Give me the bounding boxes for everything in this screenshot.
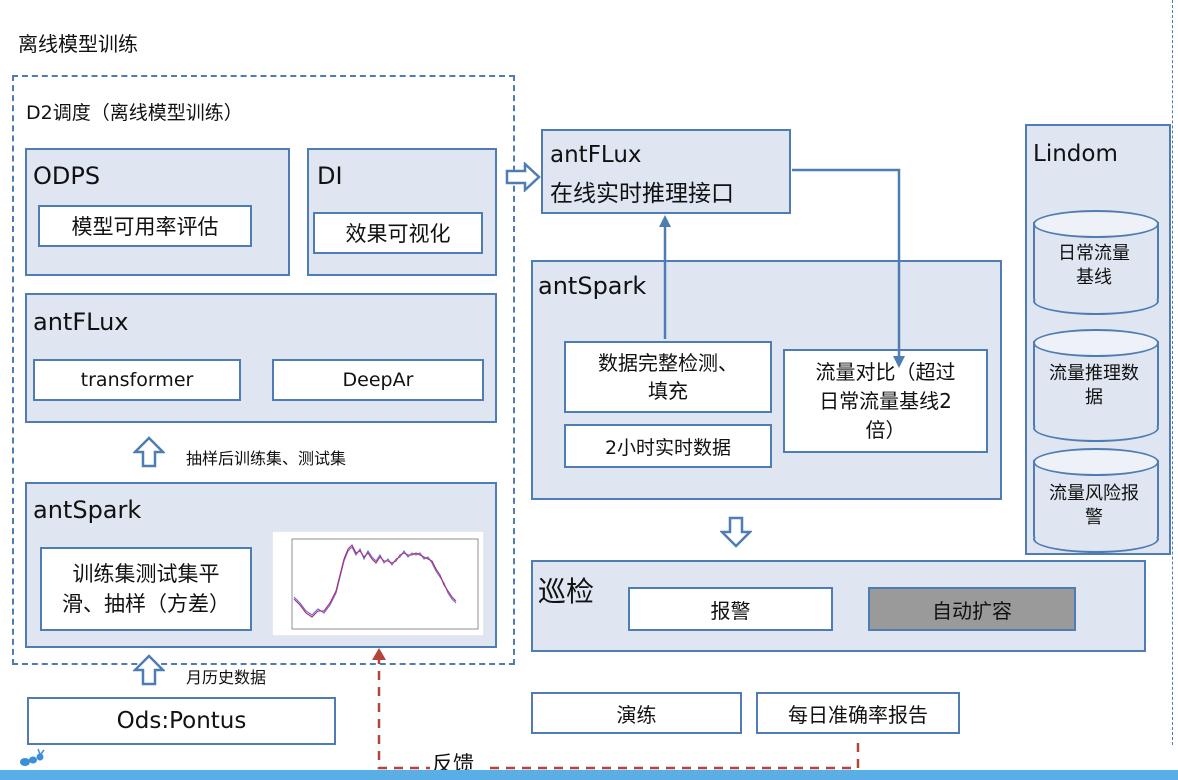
model-deepar: DeepAr bbox=[272, 359, 484, 401]
data-check-line2: 填充 bbox=[648, 379, 688, 403]
di-item: 效果可视化 bbox=[313, 212, 483, 254]
db-top bbox=[1033, 210, 1159, 238]
db-risk-label: 流量风险报 警 bbox=[1033, 482, 1155, 530]
antspark-offline-item: 训练集测试集平 滑、抽样（方差） bbox=[40, 547, 252, 631]
db-top bbox=[1033, 448, 1159, 476]
antflux-online-title: antFLux bbox=[550, 142, 642, 168]
realtime-data-box: 2小时实时数据 bbox=[564, 424, 772, 468]
d2-container bbox=[12, 75, 515, 665]
db1-line2: 基线 bbox=[1076, 267, 1112, 288]
right-separator bbox=[1172, 0, 1173, 745]
antflux-offline-box bbox=[25, 293, 497, 423]
lindom-title: Lindom bbox=[1033, 141, 1118, 167]
antflux-offline-title: antFLux bbox=[33, 308, 129, 336]
antspark-offline-title: antSpark bbox=[33, 496, 142, 524]
inspect-title: 巡检 bbox=[538, 575, 595, 608]
antspark-online-title: antSpark bbox=[538, 272, 647, 300]
db2-line2: 据 bbox=[1085, 387, 1103, 408]
bottom-bar bbox=[0, 770, 1178, 780]
data-check-box: 数据完整检测、 填充 bbox=[564, 341, 772, 413]
down-arrow-icon bbox=[720, 516, 752, 548]
up-arrow-icon bbox=[133, 654, 165, 686]
d2-title: D2调度（离线模型训练） bbox=[26, 102, 243, 124]
db3-line1: 流量风险报 bbox=[1049, 483, 1139, 504]
db-inference-label: 流量推理数 据 bbox=[1033, 362, 1155, 410]
daily-report-box: 每日准确率报告 bbox=[756, 692, 960, 734]
page-title: 离线模型训练 bbox=[18, 32, 138, 56]
ant-logo-icon bbox=[20, 748, 45, 766]
timeseries-thumbnail bbox=[272, 531, 484, 636]
db-top bbox=[1033, 329, 1159, 357]
db1-line1: 日常流量 bbox=[1058, 243, 1130, 264]
ods-pontus-box: Ods:Pontus bbox=[27, 697, 336, 745]
data-check-line1: 数据完整检测、 bbox=[598, 351, 738, 375]
db3-line2: 警 bbox=[1085, 507, 1103, 528]
history-label: 月历史数据 bbox=[186, 668, 267, 687]
di-title: DI bbox=[317, 162, 343, 190]
sample-label: 抽样后训练集、测试集 bbox=[186, 449, 347, 468]
compare-line3: 倍） bbox=[865, 417, 906, 442]
odps-item: 模型可用率评估 bbox=[38, 205, 252, 247]
antspark-item-line2: 滑、抽样（方差） bbox=[62, 592, 230, 616]
antspark-item-line1: 训练集测试集平 bbox=[72, 562, 220, 586]
right-arrow-icon bbox=[505, 162, 541, 192]
odps-title: ODPS bbox=[33, 162, 101, 190]
compare-line1: 流量对比（超过 bbox=[815, 359, 956, 384]
drill-box: 演练 bbox=[531, 692, 742, 734]
db2-line1: 流量推理数 bbox=[1049, 363, 1139, 384]
alarm-box: 报警 bbox=[628, 587, 833, 631]
up-arrow-icon bbox=[133, 436, 165, 468]
model-transformer: transformer bbox=[33, 359, 241, 401]
compare-line2: 日常流量基线2 bbox=[819, 388, 952, 413]
db-baseline-label: 日常流量 基线 bbox=[1033, 242, 1155, 290]
antflux-online-box bbox=[541, 129, 791, 214]
auto-scale-box: 自动扩容 bbox=[868, 587, 1076, 631]
antflux-online-subtitle: 在线实时推理接口 bbox=[550, 181, 734, 207]
traffic-compare-box: 流量对比（超过 日常流量基线2 倍） bbox=[783, 349, 988, 453]
